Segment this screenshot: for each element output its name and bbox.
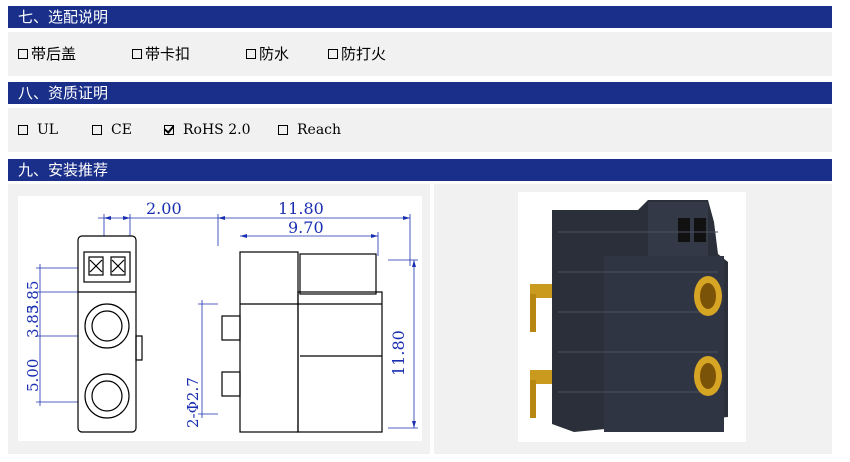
cert-ul[interactable]: UL: [18, 108, 58, 152]
cert-rohs[interactable]: RoHS 2.0: [164, 108, 250, 152]
certs-row: UL CE RoHS 2.0 Reach: [8, 108, 832, 152]
cert-label: Reach: [297, 122, 342, 138]
cert-label: RoHS 2.0: [183, 122, 251, 138]
checkbox-checked-icon[interactable]: [164, 125, 174, 135]
dim-side-height: 11.80: [389, 330, 408, 376]
option-label: 防打火: [341, 45, 387, 63]
dim-side-total: 11.80: [278, 199, 324, 218]
product-photo: [518, 192, 746, 442]
dim-v3: 5.00: [24, 359, 42, 392]
checkbox-icon[interactable]: [132, 49, 142, 59]
dim-hole: 2-Φ2.7: [184, 377, 202, 428]
section-header-certs: 八、资质证明: [8, 82, 832, 104]
checkbox-icon[interactable]: [18, 125, 28, 135]
options-row: 带后盖 带卡扣 防水 防打火: [8, 32, 832, 76]
checkbox-icon[interactable]: [92, 125, 102, 135]
cert-ce[interactable]: CE: [92, 108, 132, 152]
side-view: [221, 251, 383, 433]
checkbox-icon[interactable]: [246, 49, 256, 59]
technical-drawing: 2.00 11.80 9.70 11.80 3.85 3.85 5.00 2-Φ…: [18, 196, 422, 441]
section-header-options: 七、选配说明: [8, 6, 832, 28]
checkbox-icon[interactable]: [18, 49, 28, 59]
option-label: 防水: [259, 45, 290, 63]
option-back-cover[interactable]: 带后盖: [18, 32, 76, 76]
cert-label: CE: [111, 122, 132, 138]
dim-side-inner: 9.70: [288, 218, 324, 237]
cert-reach[interactable]: Reach: [278, 108, 341, 152]
drawing-svg: 2.00 11.80 9.70 11.80 3.85 3.85 5.00 2-Φ…: [24, 199, 418, 433]
connector-image: [530, 200, 728, 432]
front-view: [77, 235, 143, 433]
checkbox-icon[interactable]: [328, 49, 338, 59]
dim-v1: 3.85: [24, 281, 42, 314]
checkbox-icon[interactable]: [278, 125, 288, 135]
dim-front-width: 2.00: [146, 199, 182, 218]
option-anti-spark[interactable]: 防打火: [328, 32, 386, 76]
option-label: 带卡扣: [145, 45, 191, 63]
option-buckle[interactable]: 带卡扣: [132, 32, 190, 76]
option-label: 带后盖: [31, 45, 77, 63]
option-waterproof[interactable]: 防水: [246, 32, 289, 76]
cert-label: UL: [37, 122, 59, 138]
dim-v2: 3.85: [24, 305, 42, 338]
section-header-install: 九、安装推荐: [8, 159, 832, 181]
